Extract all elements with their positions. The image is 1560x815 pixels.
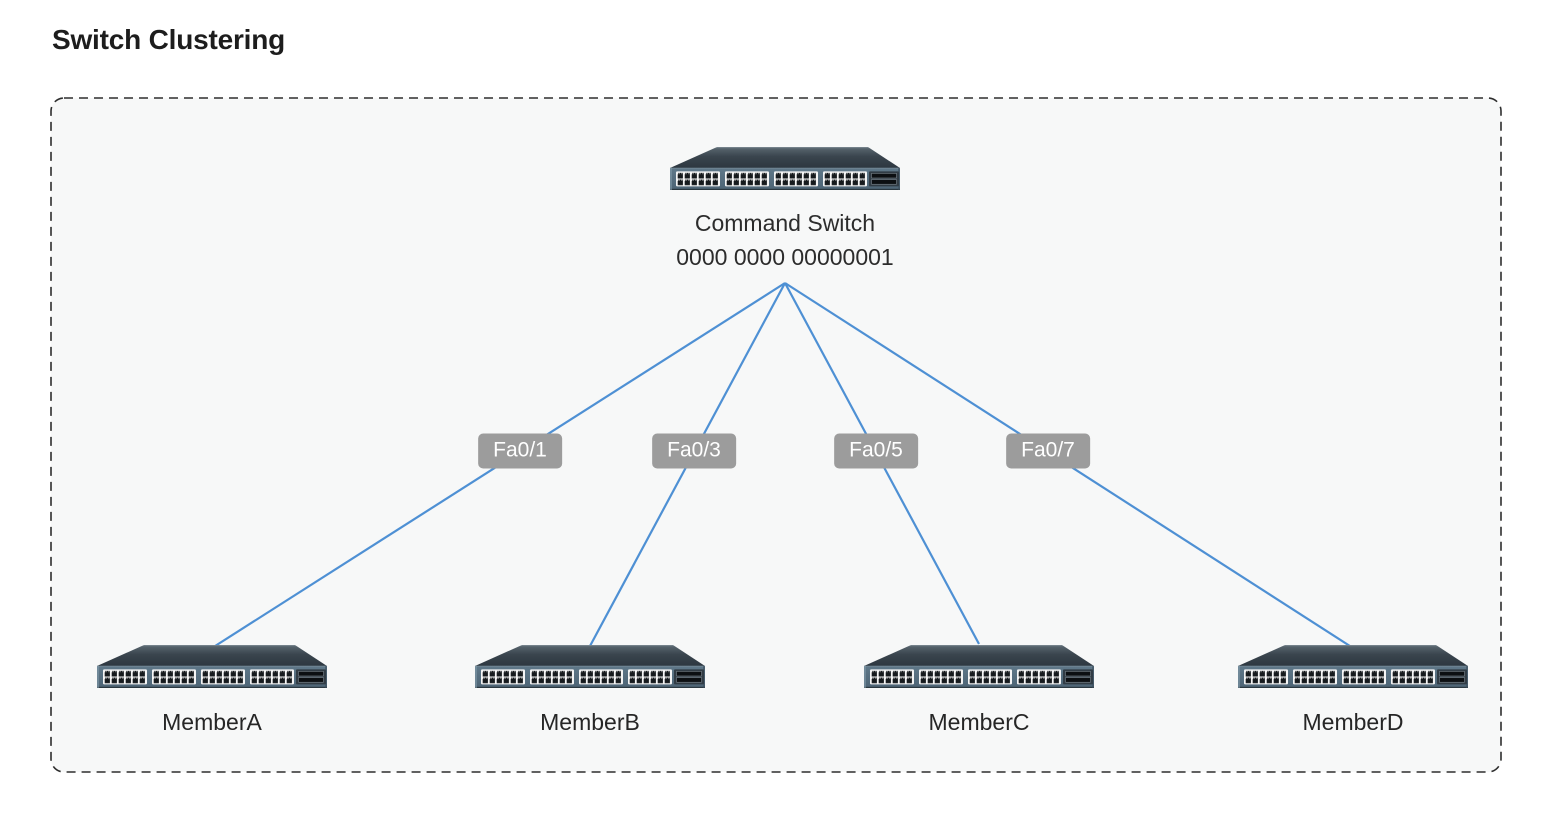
command-switch-label: Command Switch <box>694 210 876 236</box>
member-node-a: MemberA <box>97 644 327 739</box>
member-label-b: MemberB <box>540 709 640 735</box>
port-badge-fa0-5: Fa0/5 <box>834 433 918 469</box>
member-node-d: MemberD <box>1238 644 1468 739</box>
page-title: Switch Clustering <box>52 24 286 55</box>
port-badge-fa0-1: Fa0/1 <box>478 433 562 469</box>
network-switch-icon <box>864 644 1094 688</box>
connection-lines-layer <box>50 97 1502 773</box>
member-label-c: MemberC <box>928 709 1030 735</box>
member-node-b: MemberB <box>475 644 705 739</box>
port-badge-fa0-3: Fa0/3 <box>652 433 736 469</box>
command-switch-id: 0000 0000 00000001 <box>676 244 894 270</box>
network-switch-icon <box>475 644 705 688</box>
member-label-d: MemberD <box>1302 709 1404 735</box>
network-switch-icon <box>97 644 327 688</box>
network-switch-icon <box>670 146 900 190</box>
port-badge-fa0-7: Fa0/7 <box>1006 433 1090 469</box>
member-label-a: MemberA <box>162 709 262 735</box>
command-switch-node: Command Switch 0000 0000 00000001 <box>655 146 915 274</box>
diagram-canvas: Command Switch 0000 0000 00000001 Fa0/1 … <box>50 97 1502 773</box>
command-switch-caption: Command Switch 0000 0000 00000001 <box>655 206 915 274</box>
canvas-dashed-border <box>50 97 1502 773</box>
network-switch-icon <box>1238 644 1468 688</box>
member-node-c: MemberC <box>864 644 1094 739</box>
